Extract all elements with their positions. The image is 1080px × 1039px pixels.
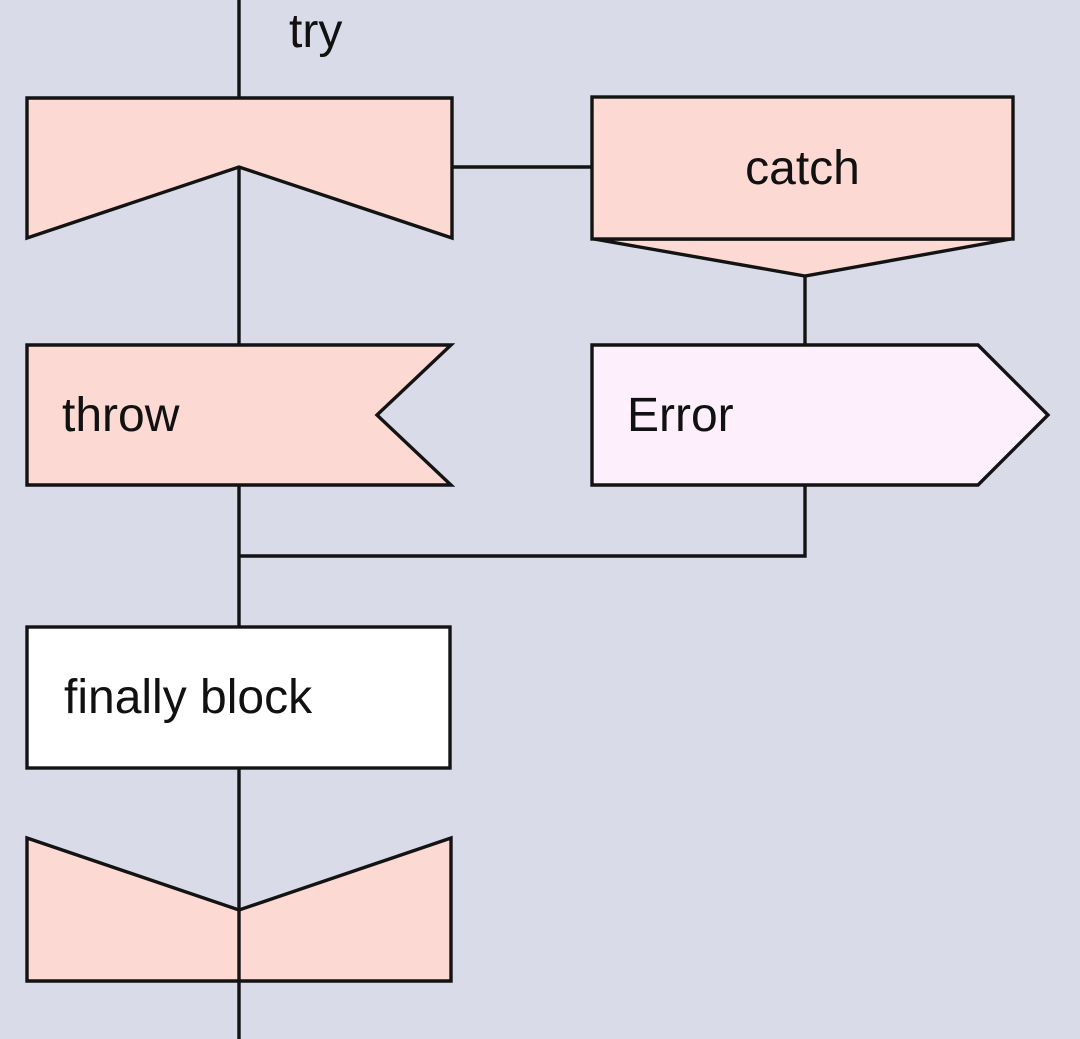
finally-node-box (25, 625, 452, 770)
catch-node-box (590, 95, 1015, 241)
error-node-shape (590, 343, 1051, 487)
exit-notched-shape (25, 835, 453, 983)
error-to-finally-elbow (238, 485, 807, 558)
try-start-notched-shape (25, 96, 454, 241)
throw-node-shape (25, 343, 456, 487)
catch-node-pointer (593, 237, 1012, 278)
